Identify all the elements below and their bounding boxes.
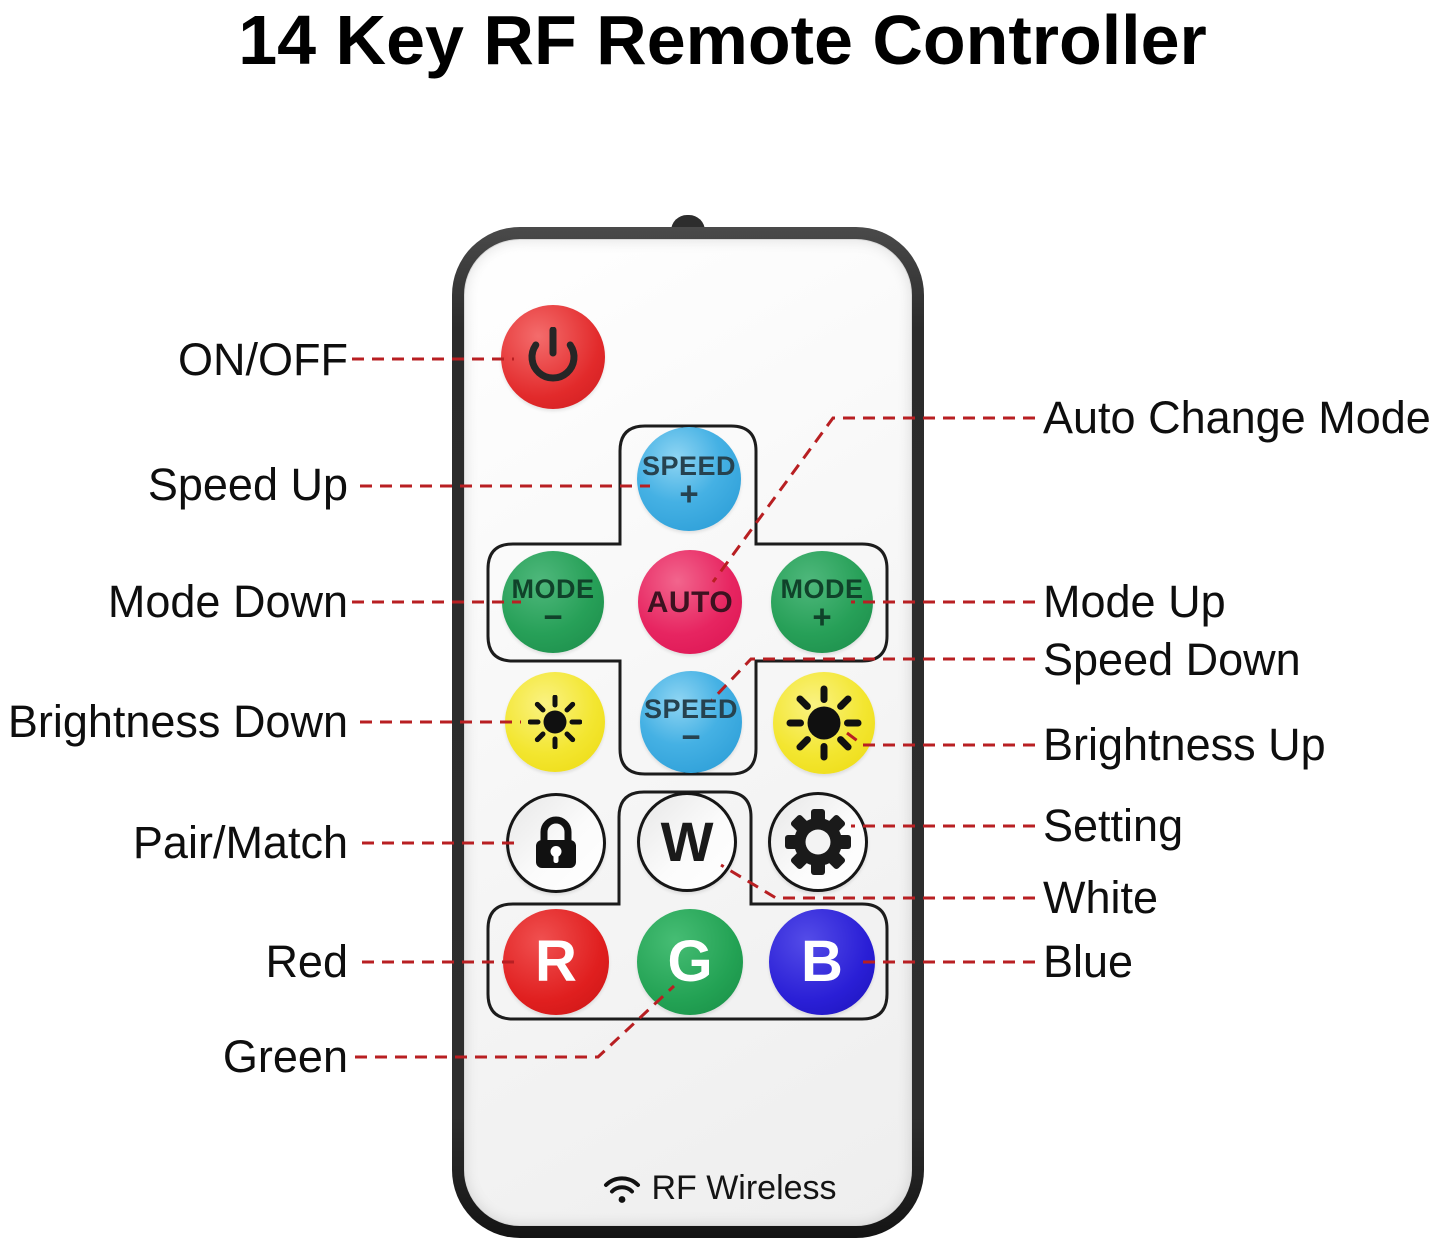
green-label: G (667, 929, 713, 994)
label-speed-down: Speed Down (1043, 634, 1301, 685)
speed-up-sign: + (679, 475, 699, 512)
label-setting: Setting (1043, 800, 1184, 851)
label-blue: Blue (1043, 936, 1134, 987)
red-button[interactable]: R (503, 909, 609, 1015)
speed-up-button[interactable]: SPEED + (637, 427, 741, 531)
label-white: White (1043, 872, 1159, 923)
pair-match-button[interactable] (506, 793, 606, 893)
white-label: W (660, 810, 714, 873)
auto-button[interactable]: AUTO (638, 550, 742, 654)
mode-up-sign: + (812, 598, 832, 635)
brightness-up-button[interactable] (773, 672, 875, 774)
wifi-icon (604, 1176, 641, 1203)
white-button[interactable]: W (637, 792, 737, 892)
label-red: Red (265, 936, 348, 987)
label-brightness-up: Brightness Up (1043, 719, 1326, 770)
page-title: 14 Key RF Remote Controller (238, 1, 1207, 79)
gear-icon (785, 809, 851, 875)
branding-text: RF Wireless (651, 1168, 837, 1207)
label-pair-match: Pair/Match (132, 817, 348, 868)
mode-down-label: MODE (511, 574, 595, 604)
label-green: Green (222, 1031, 348, 1082)
sun-large-icon (786, 685, 862, 761)
red-label: R (535, 929, 577, 994)
green-button[interactable]: G (637, 909, 743, 1015)
blue-button[interactable]: B (769, 909, 875, 1015)
label-speed-up: Speed Up (147, 459, 348, 510)
mode-down-sign: − (543, 598, 563, 635)
branding: RF Wireless (570, 1164, 870, 1212)
brightness-down-button[interactable] (505, 672, 605, 772)
label-brightness-down: Brightness Down (7, 696, 348, 747)
auto-label: AUTO (646, 585, 734, 619)
lock-icon (536, 816, 576, 868)
sun-small-icon (528, 695, 582, 749)
speed-down-sign: − (681, 718, 701, 755)
mode-down-button[interactable]: MODE − (502, 551, 604, 653)
label-mode-up: Mode Up (1043, 576, 1226, 627)
label-on-off: ON/OFF (178, 334, 348, 385)
label-mode-down: Mode Down (107, 576, 348, 627)
blue-label: B (801, 929, 843, 994)
setting-button[interactable] (768, 792, 868, 892)
label-auto-change-mode: Auto Change Mode (1043, 392, 1431, 443)
speed-down-button[interactable]: SPEED − (640, 671, 742, 773)
mode-up-button[interactable]: MODE + (771, 551, 873, 653)
power-icon (528, 327, 578, 382)
power-button[interactable] (501, 305, 605, 409)
